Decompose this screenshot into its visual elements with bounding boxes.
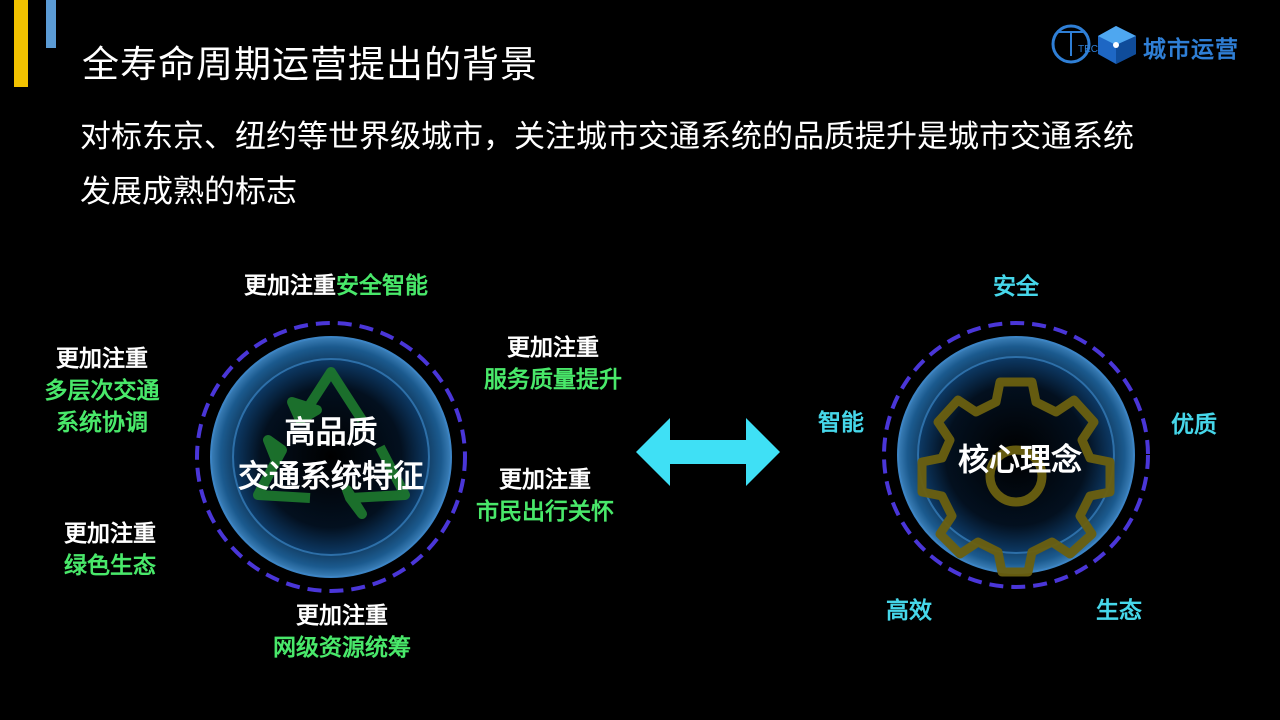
label-upper-right: 更加注重 服务质量提升 [484, 332, 622, 396]
label-right-prefix: 更加注重 [499, 467, 591, 493]
label-lower-left: 更加注重 绿色生态 [64, 518, 156, 582]
concept-left: 智能 [818, 410, 864, 436]
label-lower-left-focus: 绿色生态 [64, 553, 156, 579]
label-bottom: 更加注重 网级资源统筹 [273, 600, 411, 664]
label-upper-left-focus-1: 多层次交通 [44, 378, 160, 404]
label-bottom-prefix: 更加注重 [296, 603, 388, 629]
label-upper-right-prefix: 更加注重 [507, 335, 599, 361]
left-ring [195, 321, 467, 593]
label-upper-left-focus-2: 系统协调 [56, 410, 148, 436]
double-arrow-icon [636, 418, 780, 486]
label-right-focus: 市民出行关怀 [476, 499, 614, 525]
label-upper-left: 更加注重 多层次交通 系统协调 [45, 343, 160, 439]
logo-mark: TEC [1051, 24, 1136, 64]
logo: TEC 城市运营 [1050, 22, 1255, 66]
intro-line-2: 发展成熟的标志 [80, 174, 297, 210]
label-upper-left-prefix: 更加注重 [56, 346, 148, 372]
logo-badge-text: TEC [1078, 44, 1098, 55]
right-center-title: 核心理念 [958, 442, 1082, 479]
label-upper-right-focus: 服务质量提升 [484, 367, 622, 393]
label-right: 更加注重 市民出行关怀 [476, 464, 614, 528]
accent-bar-blue [46, 0, 56, 48]
left-center-line-2: 交通系统特征 [238, 459, 424, 495]
left-center-line-1: 高品质 [284, 415, 378, 451]
recycle-icon [253, 367, 410, 519]
left-center-title: 高品质 交通系统特征 [238, 411, 424, 499]
label-bottom-focus: 网级资源统筹 [273, 635, 411, 661]
label-top-focus: 安全智能 [336, 273, 428, 299]
gear-icon [917, 377, 1115, 577]
concept-bottom-right: 生态 [1096, 598, 1142, 624]
logo-name: 城市运营 [1143, 37, 1239, 63]
concept-top: 安全 [993, 274, 1039, 300]
label-top: 更加注重安全智能 [244, 270, 428, 302]
label-top-prefix: 更加注重 [244, 273, 336, 299]
label-lower-left-prefix: 更加注重 [64, 521, 156, 547]
concept-right: 优质 [1171, 412, 1217, 438]
accent-bar-yellow [14, 0, 28, 87]
intro-line-1: 对标东京、纽约等世界级城市，关注城市交通系统的品质提升是城市交通系统 [80, 119, 1134, 155]
page-title: 全寿命周期运营提出的背景 [82, 43, 538, 86]
concept-bottom-left: 高效 [886, 598, 932, 624]
